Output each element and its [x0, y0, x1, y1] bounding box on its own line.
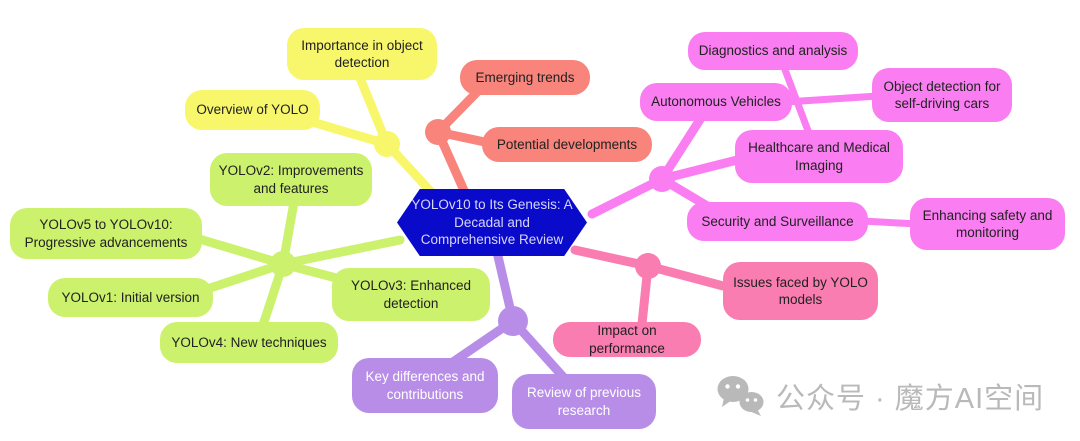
edge-green-yolov510 — [191, 233, 288, 269]
central-topic-node[interactable]: YOLOv10 to Its Genesis: A Decadal and Co… — [397, 189, 587, 256]
junction-pink — [635, 253, 661, 279]
node-potential-developments[interactable]: Potential developments — [482, 127, 652, 162]
node-key-differences-contributions[interactable]: Key differences and contributions — [352, 358, 498, 413]
node-object-detection-self-driving[interactable]: Object detection for self-driving cars — [872, 68, 1012, 122]
edge-green-center — [278, 235, 405, 269]
node-impact-on-performance[interactable]: Impact on performance — [553, 322, 701, 357]
node-security-surveillance[interactable]: Security and Surveillance — [687, 202, 868, 241]
node-diagnostics-and-analysis[interactable]: Diagnostics and analysis — [688, 32, 858, 70]
node-healthcare-medical-imaging[interactable]: Healthcare and Medical Imaging — [735, 130, 903, 183]
node-autonomous-vehicles[interactable]: Autonomous Vehicles — [640, 83, 792, 121]
edge-magenta-healthcare — [657, 153, 750, 184]
node-yolov3-enhanced-detection[interactable]: YOLOv3: Enhanced detection — [332, 268, 490, 321]
node-yolov5-to-yolov10[interactable]: YOLOv5 to YOLOv10: Progressive advanceme… — [10, 208, 202, 259]
junction-yellow — [374, 131, 400, 157]
junction-green — [270, 251, 296, 277]
junction-purple — [498, 306, 528, 336]
edge-pink-issues — [643, 261, 732, 292]
node-yolov1-initial-version[interactable]: YOLOv1: Initial version — [48, 278, 213, 317]
node-overview-of-yolo[interactable]: Overview of YOLO — [185, 90, 320, 130]
node-yolov2-improvements[interactable]: YOLOv2: Improvements and features — [210, 153, 372, 206]
node-importance-in-object-detection[interactable]: Importance in object detection — [287, 28, 437, 80]
node-emerging-trends[interactable]: Emerging trends — [460, 60, 590, 95]
watermark: 公众号 · 魔方AI空间 — [714, 374, 1044, 418]
node-yolov4-new-techniques[interactable]: YOLOv4: New techniques — [160, 322, 338, 363]
edge-healthcare-diagnostics — [780, 63, 814, 140]
watermark-text: 公众号 · 魔方AI空间 — [776, 383, 1045, 415]
edge-security-enhancing — [858, 217, 922, 228]
node-review-previous-research[interactable]: Review of previous research — [512, 374, 656, 429]
node-enhancing-safety-monitoring[interactable]: Enhancing safety and monitoring — [910, 198, 1065, 250]
junction-salmon — [425, 119, 451, 145]
wechat-icon — [717, 376, 764, 416]
node-issues-faced-by-yolo[interactable]: Issues faced by YOLO models — [723, 262, 878, 320]
junction-magenta — [649, 166, 675, 192]
edge-magenta-center — [587, 174, 667, 219]
edge-autonomous-objectdet — [782, 92, 882, 106]
edge-green-yolov1 — [199, 259, 288, 295]
